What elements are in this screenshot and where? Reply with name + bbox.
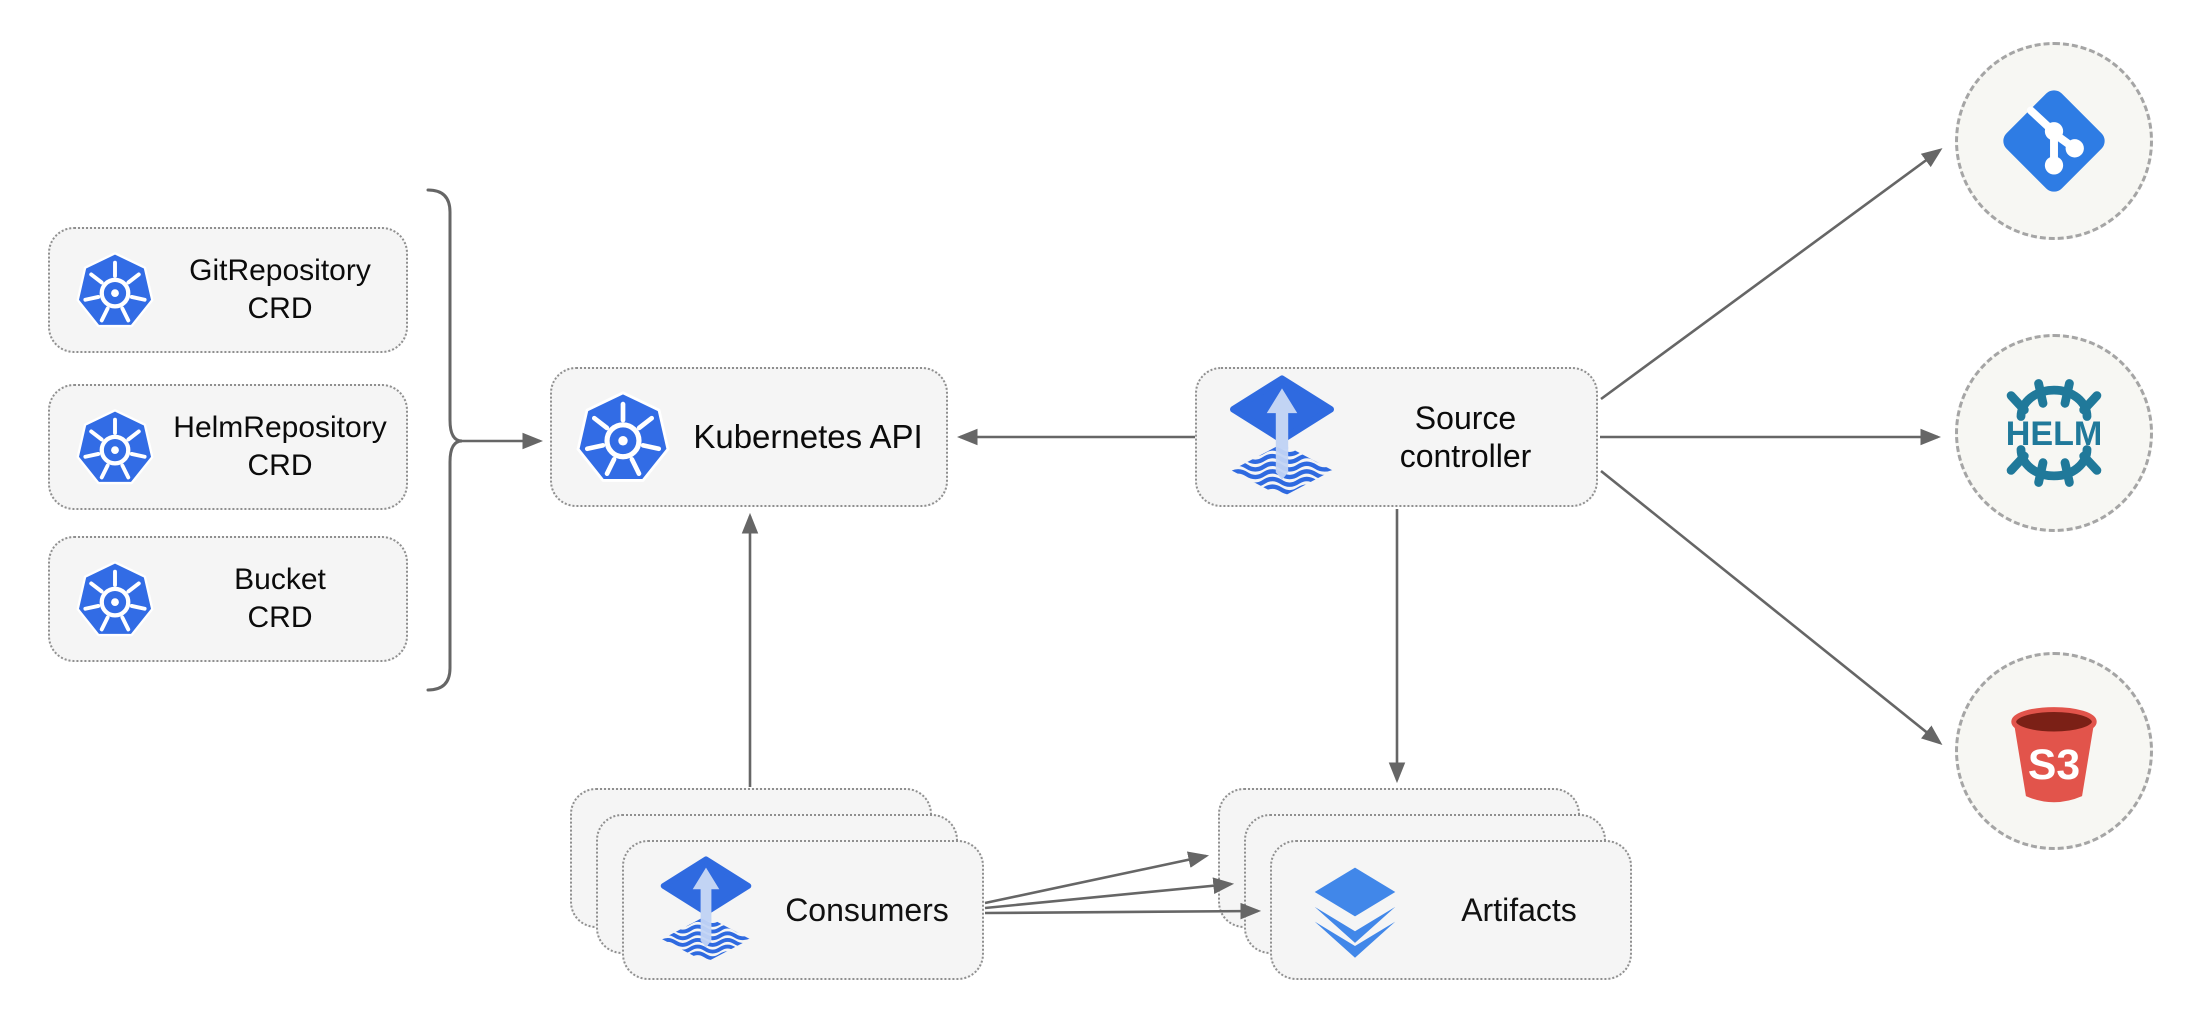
node-helmrepository-crd: HelmRepository CRD xyxy=(48,384,408,510)
s3-icon-text: S3 xyxy=(2028,741,2080,789)
edge-source-controller-to-git xyxy=(1600,148,1943,401)
label-line-2: CRD xyxy=(247,601,313,634)
label-line-1: Bucket xyxy=(234,563,326,596)
flux-icon xyxy=(660,856,752,964)
external-git-circle xyxy=(1955,42,2153,240)
label-line-1: Source xyxy=(1414,400,1517,436)
node-artifacts: Artifacts xyxy=(1270,840,1632,980)
edge-consumers-to-artifacts-3 xyxy=(984,902,1262,920)
node-bucket-crd: Bucket CRD xyxy=(48,536,408,662)
node-source-controller: Source controller xyxy=(1195,367,1598,507)
label-line-2: controller xyxy=(1399,438,1532,474)
node-label: HelmRepository CRD xyxy=(154,409,406,485)
external-s3-circle: S3 xyxy=(1955,652,2153,850)
external-helm-circle: HELM xyxy=(1955,334,2153,532)
s3-bucket-icon: S3 xyxy=(2011,707,2097,803)
kubernetes-icon xyxy=(576,390,670,484)
edge-consumers-to-artifacts-1 xyxy=(984,851,1210,905)
layers-icon xyxy=(1302,857,1408,963)
kubernetes-icon xyxy=(76,251,154,329)
git-icon xyxy=(2003,90,2105,192)
node-kubernetes-api: Kubernetes API xyxy=(550,367,948,507)
node-gitrepository-crd: GitRepository CRD xyxy=(48,227,408,353)
kubernetes-icon xyxy=(76,408,154,486)
node-consumers: Consumers xyxy=(622,840,984,980)
label-line-2: CRD xyxy=(247,449,313,482)
edge-source-controller-to-s3 xyxy=(1600,469,1943,745)
node-label: Kubernetes API xyxy=(670,417,946,457)
node-label: Consumers xyxy=(785,891,949,928)
label-line-1: GitRepository xyxy=(189,254,371,287)
flux-icon xyxy=(1229,375,1335,499)
helm-icon-text: HELM xyxy=(2006,415,2103,453)
helm-icon: HELM xyxy=(2006,379,2103,487)
label-line-1: Kubernetes API xyxy=(693,418,923,455)
node-label: GitRepository CRD xyxy=(154,252,406,328)
label-line-2: CRD xyxy=(247,292,313,325)
label-line-1: HelmRepository xyxy=(173,411,387,444)
node-label: Bucket CRD xyxy=(154,561,406,637)
edge-consumers-to-artifacts-2 xyxy=(984,877,1235,910)
crd-group-bracket xyxy=(426,188,463,692)
node-label: Source controller xyxy=(1335,399,1596,475)
node-label: Artifacts xyxy=(1461,891,1577,928)
kubernetes-icon xyxy=(76,560,154,638)
